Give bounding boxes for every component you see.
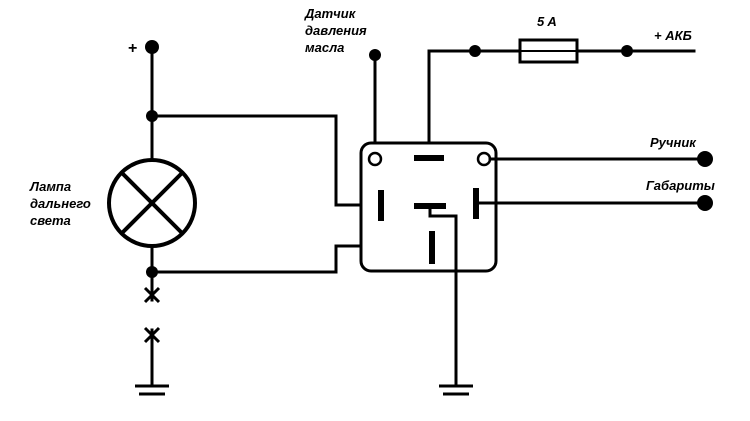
lamp-label-line3: света xyxy=(30,213,71,228)
junction-dot xyxy=(146,110,158,122)
ground-icon xyxy=(439,384,473,396)
battery-label: + АКБ xyxy=(654,28,692,43)
sensor-wire xyxy=(369,49,381,152)
side-lights-label: Габариты xyxy=(646,178,715,193)
break-mark-icon xyxy=(143,286,161,304)
break-mark-icon xyxy=(143,326,161,344)
relay-pin-sensor xyxy=(367,151,383,167)
sensor-label-line2: давления xyxy=(305,23,367,38)
sensor-label-line3: масла xyxy=(305,40,344,55)
handbrake-terminal xyxy=(697,151,713,167)
sensor-label-line1: Датчик xyxy=(304,6,357,21)
relay xyxy=(359,141,707,388)
ground-icon xyxy=(135,384,169,396)
lamp-icon xyxy=(107,158,197,248)
lamp-branch xyxy=(145,40,432,388)
sensor-terminal xyxy=(369,49,381,61)
lamp-label-line1: Лампа xyxy=(29,179,71,194)
side-lights-terminal xyxy=(697,195,713,211)
fuse-label: 5 A xyxy=(537,14,557,29)
relay-pin-handbrake xyxy=(476,151,492,167)
junction-dot xyxy=(469,45,481,57)
junction-dot xyxy=(621,45,633,57)
battery-branch xyxy=(427,38,696,152)
plus-terminal xyxy=(145,40,159,54)
handbrake-label: Ручник xyxy=(650,135,697,150)
junction-dot xyxy=(146,266,158,278)
lamp-label-line2: дальнего xyxy=(30,196,91,211)
plus-label: + xyxy=(128,40,137,57)
